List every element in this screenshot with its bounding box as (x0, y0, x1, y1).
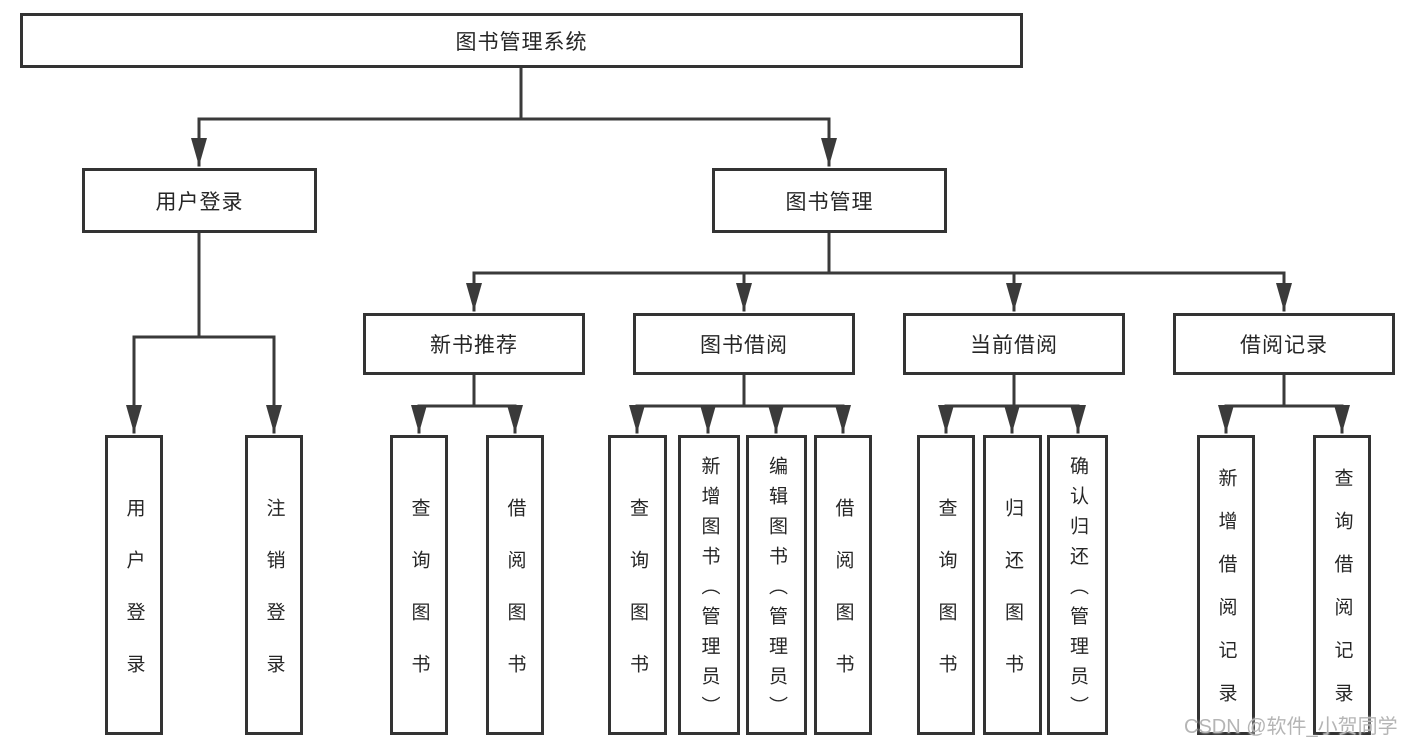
leaf-label: 查询图书 (935, 497, 957, 706)
leaf-borrow-books-recommend: 借阅图书 (486, 435, 544, 735)
leaf-return-books: 归还图书 (983, 435, 1042, 735)
csdn-watermark: CSDN @软件_小贺同学 (1184, 716, 1398, 738)
leaf-borrow-books: 借阅图书 (814, 435, 872, 735)
leaf-edit-books-admin: 编辑图书（管理员） (746, 435, 807, 735)
node-label: 新书推荐 (430, 334, 518, 357)
node-new-book-recommend: 新书推荐 (363, 313, 585, 375)
leaf-label: 查询借阅记录 (1331, 468, 1353, 726)
leaf-label: 编辑图书（管理员） (766, 455, 787, 726)
node-borrow-record: 借阅记录 (1173, 313, 1395, 375)
node-label: 借阅记录 (1240, 334, 1328, 357)
leaf-label: 注销登录 (263, 497, 285, 706)
leaf-label: 新增借阅记录 (1215, 468, 1237, 726)
node-user-login: 用户登录 (82, 168, 317, 233)
node-book-management: 图书管理 (712, 168, 947, 233)
node-current-borrow: 当前借阅 (903, 313, 1125, 375)
leaf-label: 借阅图书 (504, 497, 526, 706)
leaf-user-login: 用户登录 (105, 435, 163, 735)
node-library-management-system: 图书管理系统 (20, 13, 1023, 68)
node-label: 用户登录 (155, 190, 244, 214)
leaf-logout: 注销登录 (245, 435, 303, 735)
node-label: 当前借阅 (970, 334, 1058, 357)
leaf-confirm-return-admin: 确认归还（管理员） (1047, 435, 1108, 735)
node-book-borrow: 图书借阅 (633, 313, 855, 375)
leaf-query-books-recommend: 查询图书 (390, 435, 448, 735)
leaf-label: 查询图书 (408, 497, 430, 706)
node-label: 图书管理 (785, 190, 874, 214)
leaf-label: 借阅图书 (832, 497, 854, 706)
leaf-label: 查询图书 (627, 497, 648, 706)
leaf-add-books-admin: 新增图书（管理员） (678, 435, 740, 735)
leaf-query-borrow-record: 查询借阅记录 (1313, 435, 1371, 735)
leaf-label: 确认归还（管理员） (1067, 455, 1088, 726)
node-label: 图书借阅 (700, 334, 788, 357)
leaf-label: 用户登录 (123, 497, 145, 706)
leaf-label: 归还图书 (1002, 497, 1023, 706)
leaf-query-books-current: 查询图书 (917, 435, 975, 735)
leaf-query-books-borrow: 查询图书 (608, 435, 667, 735)
node-label: 图书管理系统 (455, 30, 588, 54)
leaf-label: 新增图书（管理员） (698, 455, 720, 726)
leaf-add-borrow-record: 新增借阅记录 (1197, 435, 1255, 735)
